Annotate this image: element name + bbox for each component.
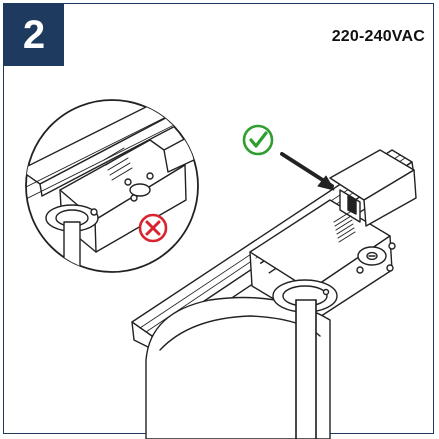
voltage-label: 220-240VAC: [331, 28, 425, 45]
check-circle-icon: [242, 124, 274, 156]
pointer-arrow: [280, 152, 335, 191]
step-number-badge: 2: [4, 4, 64, 66]
lamp-body: [145, 279, 338, 439]
x-circle-icon: [138, 213, 168, 243]
step-number: 2: [22, 12, 46, 57]
adapter-grip-ribs: [333, 211, 356, 243]
detail-inset: [25, 99, 199, 273]
